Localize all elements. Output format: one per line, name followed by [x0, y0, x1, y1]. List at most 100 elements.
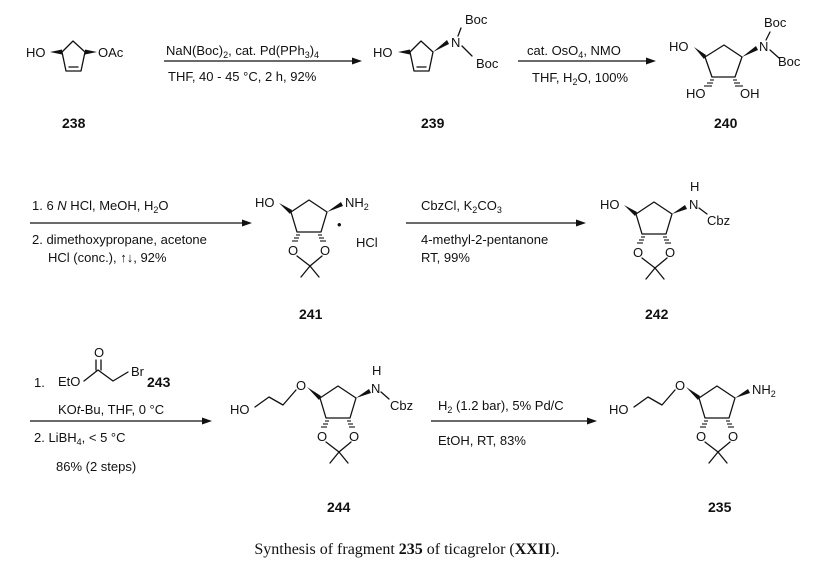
step-5-reagents: KOt-Bu, THF, 0 °C — [58, 402, 164, 417]
compound-number: 242 — [645, 306, 669, 322]
n-boc-bond — [457, 27, 462, 37]
compound-240: HO N Boc Boc HO OH 240 — [669, 15, 801, 131]
step-1-conditions: THF, 40 - 45 °C, 2 h, 92% — [168, 69, 317, 84]
n-boc-bond — [765, 31, 771, 41]
wedge-bond — [85, 49, 97, 55]
compound-242: HO H N Cbz O O 242 — [600, 179, 730, 322]
step-5-yield: 86% (2 steps) — [56, 459, 136, 474]
step-3-conditions: HCl (conc.), ↑↓, 92% — [48, 250, 167, 265]
hydroxyl-label: HO — [230, 402, 250, 417]
ring-bonds — [409, 40, 434, 72]
carbonyl-oxygen-label: O — [94, 345, 104, 360]
ether-oxygen-label: O — [296, 378, 306, 393]
step-4-reagents: CbzCl, K2CO3 — [421, 198, 502, 215]
arrowhead — [576, 219, 586, 227]
hydroxyl-label: HO — [669, 39, 689, 54]
compound-241: HO NH2 • HCl O O 241 — [255, 195, 378, 322]
boc-label: Boc — [465, 12, 488, 27]
hydroxyl-label: HO — [373, 45, 393, 60]
oxygen-label: O — [317, 429, 327, 444]
reaction-step-1: NaN(Boc)2, cat. Pd(PPh3)4 THF, 40 - 45 °… — [164, 43, 362, 84]
wedge-bond — [742, 46, 758, 57]
step-2-conditions: THF, H2O, 100% — [532, 70, 628, 87]
compound-number: 243 — [147, 374, 171, 390]
oxygen-label: O — [665, 245, 675, 260]
acetonide-bonds — [325, 441, 352, 464]
reaction-step-6: H2 (1.2 bar), 5% Pd/C EtOH, RT, 83% — [431, 398, 597, 448]
hashed-bond — [733, 79, 743, 87]
acetonide-bonds — [296, 255, 323, 278]
amine-label: NH2 — [345, 195, 369, 212]
ring-bonds — [61, 40, 86, 72]
ring-bonds — [635, 201, 673, 235]
wedge-bond — [356, 389, 371, 398]
hashed-bond — [726, 420, 734, 428]
ether-oxygen-label: O — [675, 378, 685, 393]
wedge-bond — [735, 389, 750, 398]
boc-label: Boc — [778, 54, 801, 69]
oxygen-label: O — [633, 245, 643, 260]
compound-239: HO N Boc Boc 239 — [373, 12, 499, 131]
step-2-reagents: cat. OsO4, NMO — [527, 43, 621, 60]
hydrogen-label: H — [690, 179, 699, 194]
step-4-conditions: RT, 99% — [421, 250, 470, 265]
reaction-step-5: 1. O EtO Br 243 KOt-Bu, THF, 0 °C 2. LiB… — [30, 345, 212, 474]
n-boc-bond — [461, 45, 473, 57]
figure-caption: Synthesis of fragment 235 of ticagrelor … — [254, 541, 560, 558]
compound-number: 241 — [299, 306, 323, 322]
reaction-step-2: cat. OsO4, NMO THF, H2O, 100% — [518, 43, 656, 87]
cbz-label: Cbz — [390, 398, 413, 413]
hashed-bond — [704, 79, 714, 87]
hashed-bond — [292, 234, 300, 242]
wedge-bond — [398, 49, 410, 55]
nitrogen-label: N — [689, 197, 698, 212]
compound-238: HO OAc 238 — [26, 40, 124, 131]
hydroxyl-label: OH — [740, 86, 760, 101]
hashed-bond — [321, 420, 329, 428]
oxygen-label: O — [728, 429, 738, 444]
ring-bonds — [319, 385, 357, 419]
arrowhead — [242, 219, 252, 227]
hashed-bond — [700, 420, 708, 428]
salt-dot: • — [337, 217, 342, 232]
acetonide-bonds — [704, 441, 731, 464]
wedge-bond — [686, 387, 700, 400]
boc-label: Boc — [764, 15, 787, 30]
hydroxyl-label: HO — [255, 195, 275, 210]
step-6-conditions: EtOH, RT, 83% — [438, 433, 526, 448]
compound-number: 238 — [62, 115, 86, 131]
compound-number: 240 — [714, 115, 738, 131]
ester-chain-bonds — [83, 369, 129, 382]
step-5-conditions: 2. LiBH4, < 5 °C — [34, 430, 126, 447]
ring-bonds — [290, 199, 328, 233]
wedge-bond — [50, 49, 62, 55]
boc-label: Boc — [476, 56, 499, 71]
hashed-bond — [347, 420, 355, 428]
nitrogen-label: N — [371, 381, 380, 396]
hydroxyl-label: HO — [600, 197, 620, 212]
arrowhead — [202, 417, 212, 425]
compound-number: 239 — [421, 115, 445, 131]
bromine-label: Br — [131, 364, 145, 379]
ethoxy-label: EtO — [58, 374, 80, 389]
step-3-conditions: 2. dimethoxypropane, acetone — [32, 232, 207, 247]
acetonide-bonds — [641, 257, 668, 280]
hashed-bond — [663, 236, 671, 244]
n-boc-bond — [769, 49, 780, 59]
ethoxy-chain-bonds — [254, 389, 297, 408]
wedge-bond — [327, 202, 343, 212]
wedge-bond — [624, 205, 637, 216]
compound-235: HO O NH2 O O 235 — [609, 378, 776, 515]
amine-label: NH2 — [752, 382, 776, 399]
n-cbz-bond — [380, 391, 390, 400]
reaction-step-3: 1. 6 N HCl, MeOH, H2O 2. dimethoxypropan… — [30, 198, 252, 265]
arrowhead — [352, 57, 362, 65]
hydroxyl-label: HO — [26, 45, 46, 60]
wedge-bond — [672, 205, 687, 214]
oxygen-label: O — [696, 429, 706, 444]
ring-bonds — [698, 385, 736, 419]
nitrogen-label: N — [451, 35, 460, 50]
hashed-bond — [318, 234, 326, 242]
step-1-reagents: NaN(Boc)2, cat. Pd(PPh3)4 — [166, 43, 319, 60]
arrowhead — [646, 57, 656, 65]
